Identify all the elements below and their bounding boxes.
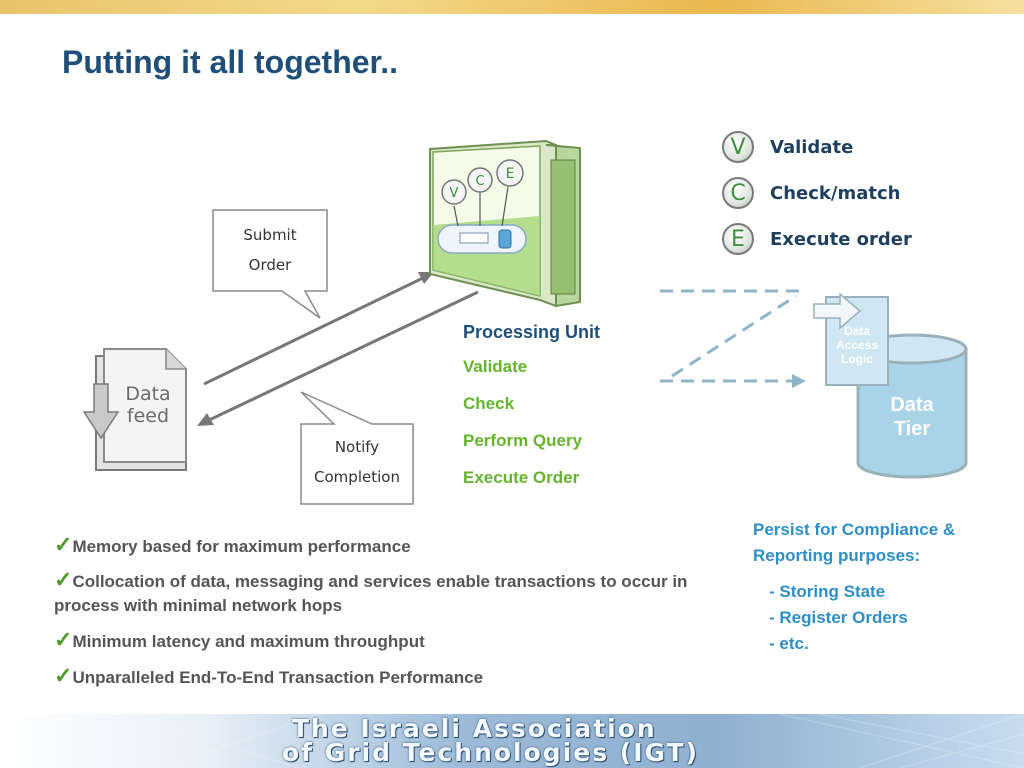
- validate-v-icon: V: [722, 131, 754, 163]
- processing-step: Validate: [463, 357, 528, 376]
- notify-arrow: [204, 290, 479, 424]
- data-feed-label: Data feed: [120, 383, 176, 427]
- processing-unit-title: Processing Unit: [463, 322, 601, 342]
- server-v-letter: V: [450, 186, 459, 201]
- submit-order-callout: Submit Order: [213, 220, 327, 280]
- legend-row-check: C Check/match: [722, 175, 900, 211]
- checkmark-icon: ✓: [54, 567, 73, 592]
- submit-order-bubble: [212, 209, 328, 319]
- processing-step: Perform Query: [463, 431, 583, 450]
- access-logic-line: Access: [835, 338, 879, 352]
- callout-line: Submit: [243, 226, 297, 244]
- data-feed-line: Data: [125, 383, 171, 405]
- bullet-text: Unparalleled End-To-End Transaction Perf…: [72, 668, 484, 687]
- footer-grid-pattern: [119, 714, 1024, 768]
- dashed-arrowhead: [792, 374, 806, 388]
- server-e-circle: [496, 159, 524, 187]
- access-logic-line: Data: [843, 324, 870, 338]
- bullet-item: ✓Memory based for maximum performance: [54, 533, 704, 559]
- down-arrow-icon: [82, 383, 120, 440]
- server-v-circle: [441, 179, 467, 205]
- dashed-connectors: [660, 289, 800, 383]
- callout-line: Notify: [334, 438, 380, 456]
- bullet-item: ✓Minimum latency and maximum throughput: [54, 628, 704, 654]
- data-tier-line: Data: [890, 394, 934, 416]
- bullet-text: Collocation of data, messaging and servi…: [54, 572, 688, 615]
- execute-e-icon: E: [722, 223, 754, 255]
- footer-line-2: of Grid Technologies (IGT): [282, 738, 700, 767]
- footer-line-1: The Israeli Association: [292, 714, 657, 743]
- data-tier-database-icon: [813, 292, 968, 479]
- legend-row-execute: E Execute order: [722, 221, 912, 257]
- persist-heading: Persist for Compliance & Reporting purpo…: [753, 520, 956, 565]
- callout-line: Completion: [314, 468, 400, 486]
- legend-label: Check/match: [770, 182, 901, 204]
- checkmark-icon: ✓: [54, 627, 73, 652]
- legend-row-validate: V Validate: [722, 129, 853, 165]
- legend-label: Execute order: [770, 228, 912, 250]
- server-c-circle: [467, 167, 493, 193]
- processing-step: Check: [463, 394, 515, 413]
- slide-title: Putting it all together..: [62, 44, 398, 80]
- persist-item: - Register Orders: [769, 608, 908, 627]
- bullet-item: ✓Collocation of data, messaging and serv…: [54, 568, 704, 618]
- server-e-letter: E: [506, 166, 515, 182]
- legend-label: Validate: [770, 136, 854, 158]
- access-logic-line: Logic: [841, 352, 873, 366]
- checkmark-icon: ✓: [54, 663, 73, 688]
- submit-arrow: [203, 274, 428, 386]
- data-tier-label: Data Tier: [872, 393, 952, 441]
- footer-banner: The Israeli Association of Grid Technolo…: [0, 714, 1024, 768]
- bullet-text: Minimum latency and maximum throughput: [72, 632, 425, 651]
- data-access-logic-label: Data Access Logic: [826, 324, 888, 366]
- checkmark-icon: ✓: [54, 532, 73, 557]
- notify-completion-callout: Notify Completion: [301, 432, 413, 492]
- data-feed-icon: [82, 348, 187, 471]
- bullet-item: ✓Unparalleled End-To-End Transaction Per…: [54, 664, 704, 690]
- bullet-text: Memory based for maximum performance: [72, 537, 411, 556]
- persist-item: - etc.: [769, 634, 809, 653]
- top-decorative-bar: [0, 0, 1024, 14]
- notify-completion-bubble: [300, 391, 414, 505]
- processing-unit-server-icon: V C E: [429, 139, 581, 308]
- callout-line: Order: [248, 256, 292, 274]
- data-feed-line: feed: [126, 405, 170, 427]
- processing-step: Execute Order: [463, 468, 580, 487]
- persist-item: - Storing State: [769, 582, 886, 601]
- server-c-letter: C: [475, 174, 484, 189]
- notify-arrowhead: [197, 413, 214, 426]
- check-c-icon: C: [722, 177, 754, 209]
- data-tier-line: Tier: [893, 418, 931, 440]
